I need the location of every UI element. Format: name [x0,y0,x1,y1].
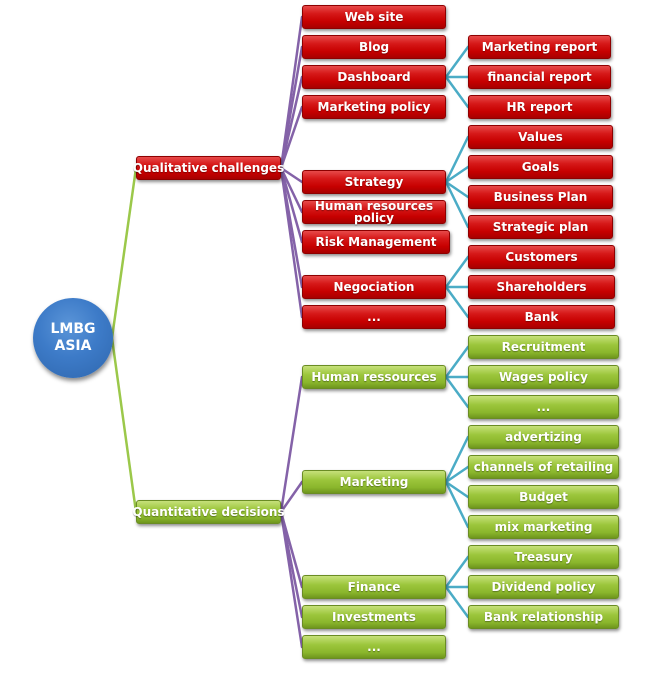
branch-link [279,75,304,170]
leaf-link [444,135,470,184]
leaf-link [444,555,470,589]
node-quantitative-more[interactable]: ... [302,635,446,659]
node-negociation[interactable]: Negociation [302,275,446,299]
leaf-values[interactable]: Values [468,125,613,149]
root-label-line2: ASIA [54,338,92,354]
branch-link [279,166,304,214]
root-link [110,336,138,514]
leaf-advertizing[interactable]: advertizing [468,425,619,449]
branch-link [279,375,304,514]
leaf-treasury[interactable]: Treasury [468,545,619,569]
leaf-strategic-plan[interactable]: Strategic plan [468,215,613,239]
node-human-resources-policy[interactable]: Human resources policy [302,200,446,224]
leaf-link [444,180,470,199]
leaf-financial-report[interactable]: financial report [468,65,611,89]
node-human-ressources[interactable]: Human ressources [302,365,446,389]
leaf-business-plan[interactable]: Business Plan [468,185,613,209]
leaf-link [444,480,470,499]
leaf-link [444,180,470,229]
node-dashboard[interactable]: Dashboard [302,65,446,89]
leaf-link [444,585,470,619]
leaf-link [444,465,470,484]
leaf-link [444,435,470,484]
leaf-link [444,75,470,109]
branch-link [279,166,304,319]
leaf-link [444,45,470,79]
node-finance[interactable]: Finance [302,575,446,599]
branch-quantitative-decisions[interactable]: Quantitative decisions [132,500,285,524]
leaf-link [444,480,470,529]
branch-qualitative-challenges[interactable]: Qualitative challenges [133,156,284,180]
leaf-budget[interactable]: Budget [468,485,619,509]
leaf-hr-report[interactable]: HR report [468,95,611,119]
leaf-goals[interactable]: Goals [468,155,613,179]
branch-link [279,510,304,649]
leaf-marketing-report[interactable]: Marketing report [468,35,611,59]
leaf-customers[interactable]: Customers [468,245,615,269]
leaf-shareholders[interactable]: Shareholders [468,275,615,299]
leaf-link [444,255,470,289]
branch-link [279,480,304,514]
leaf-link [444,375,470,409]
leaf-link [444,165,470,184]
leaf-wages-policy[interactable]: Wages policy [468,365,619,389]
node-strategy[interactable]: Strategy [302,170,446,194]
branch-link [279,166,304,244]
node-web-site[interactable]: Web site [302,5,446,29]
root-label-line1: LMBG [50,321,96,337]
leaf-dividend-policy[interactable]: Dividend policy [468,575,619,599]
leaf-recruitment[interactable]: Recruitment [468,335,619,359]
root-node-lmbg-asia[interactable]: LMBG ASIA [33,298,113,378]
node-investments[interactable]: Investments [302,605,446,629]
branch-link [279,166,304,184]
branch-link [279,105,304,170]
node-qualitative-more[interactable]: ... [302,305,446,329]
node-risk-management[interactable]: Risk Management [302,230,450,254]
node-marketing[interactable]: Marketing [302,470,446,494]
leaf-channels-of-retailing[interactable]: channels of retailing [468,455,619,479]
leaf-link [444,345,470,379]
leaf-human-ressources-more[interactable]: ... [468,395,619,419]
leaf-bank[interactable]: Bank [468,305,615,329]
leaf-link [444,285,470,319]
root-link [110,166,138,340]
leaf-bank-relationship[interactable]: Bank relationship [468,605,619,629]
node-marketing-policy[interactable]: Marketing policy [302,95,446,119]
node-blog[interactable]: Blog [302,35,446,59]
leaf-mix-marketing[interactable]: mix marketing [468,515,619,539]
